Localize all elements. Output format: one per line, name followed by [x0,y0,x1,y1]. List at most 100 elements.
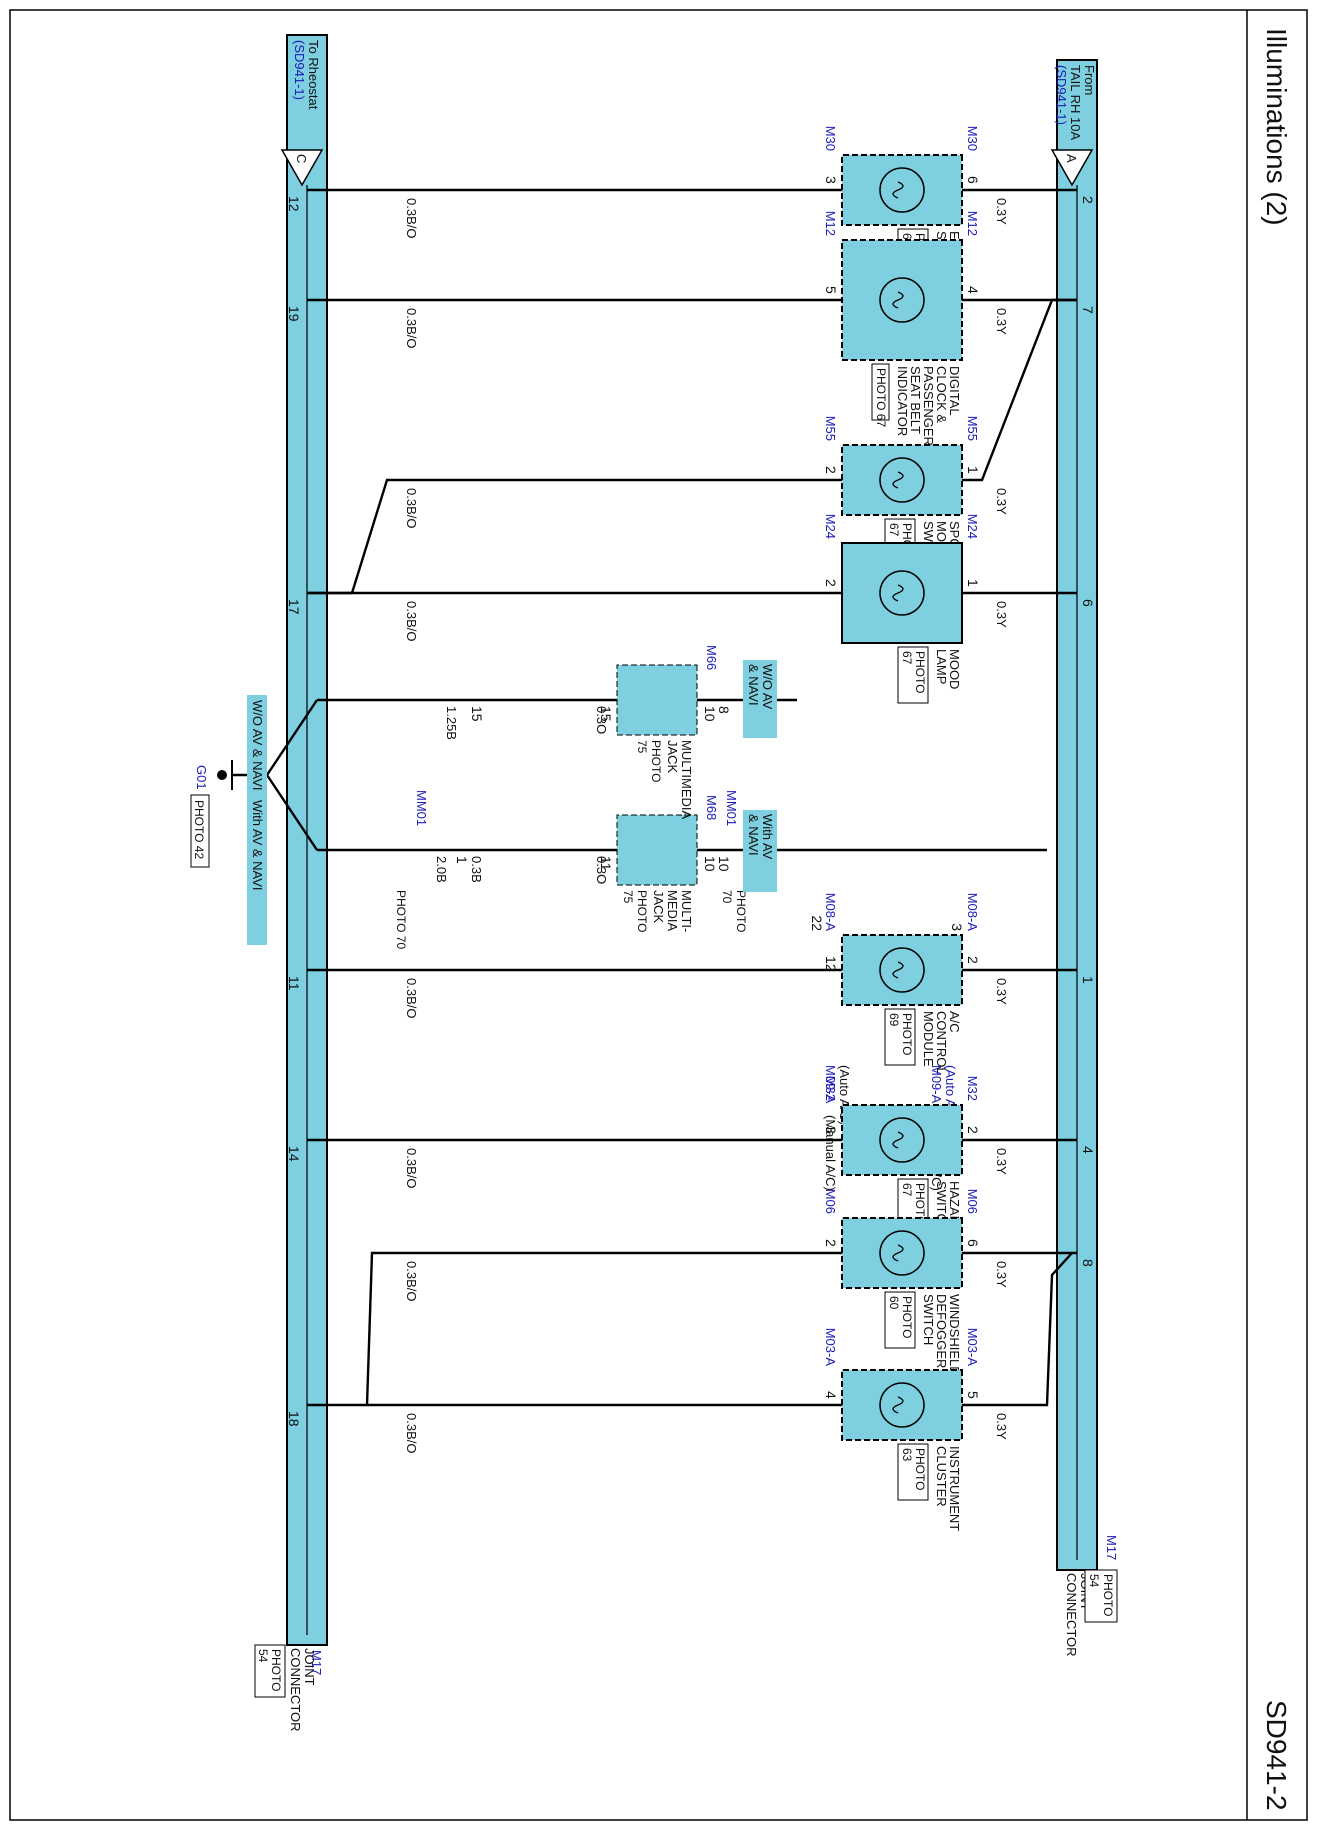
filament-icon [892,961,904,979]
wire-in-sport [962,298,1077,482]
photo-label: PHOTO [900,1296,914,1338]
mm-wo-comp-bot: 15 [598,706,614,722]
page-title: Illuminations (2) [1261,28,1292,226]
component-esc [841,154,963,226]
comp-top-pin: 1 [965,466,981,474]
comp-bot-conn: M06 [823,1189,838,1214]
page-code: SD941-2 [1261,1700,1292,1811]
top-ref: (SD941-1) [1054,65,1069,125]
top-bus-conn: M17 [1104,1535,1119,1560]
wire-label-out: 0.3B/O [404,488,419,528]
comp-bot-pin: 4 [823,1391,839,1399]
component-name: CLOCK & [934,366,949,423]
bottom-marker-triangle [280,149,324,187]
comp-bot-pin: 3 [823,176,839,184]
lamp-icon [879,1382,925,1428]
mm-with-comp-bot: 11 [598,856,614,871]
component-name: LAMP [934,649,949,684]
mm-with-photo: PHOTO [635,890,649,932]
component-name: CONTROL [934,1011,949,1075]
mm-wo-component [616,664,698,736]
comp-top-pin: 6 [965,1239,981,1247]
comp-bot-conn: M24 [823,514,838,539]
component-name: A/C [947,1011,962,1033]
mm-with-bot-wire: 0.3B [469,856,484,883]
comp-top-conn: M08-A [965,893,980,932]
mm-with-name: JACK [651,890,666,924]
ground-badge-with-text: With AV & NAVI [250,800,265,891]
wire-label-in: 0.3Y [994,1413,1009,1440]
mm-wo-photo: 75 [635,740,649,754]
bottom-photo-2: 54 [256,1649,270,1663]
comp-bot-conn: M32 [823,1076,838,1101]
lamp-icon [879,570,925,616]
wire-label-in: 0.3Y [994,1261,1009,1288]
bottom-joint-2: CONNECTOR [288,1648,303,1732]
wire-in-cluster [962,1252,1073,1407]
photo-box [897,1443,929,1501]
wire-label-in: 0.3Y [994,601,1009,628]
comp-bot-pin: 2 [823,1239,839,1247]
component-clock [841,239,963,361]
photo-label: PHOTO [900,1013,914,1055]
bus-top-pin: 1 [1080,976,1096,984]
ground-badge-wo-text: W/O AV & NAVI [250,700,265,791]
wire-label-in: 0.3Y [994,1148,1009,1175]
comp-top-conn: M30 [965,126,980,151]
comp-bot-pin: 12 [823,956,839,972]
comp-bot-pin2: 22 [809,915,825,931]
lamp-icon [879,1230,925,1276]
mm-with-name: MULTI- [679,890,694,932]
lamp-icon [879,1117,925,1163]
bus-top-pin: 7 [1080,306,1096,314]
comp-top-pin: 1 [965,579,981,587]
photo-label: 63 [900,1448,914,1462]
mm-wo-conn: M66 [704,645,719,670]
mm-wo-name: JACK [665,740,680,774]
mm-wo-name: MULTIMEDIA [679,740,694,820]
comp-top-conn: M24 [965,514,980,539]
ac-top-conn2: M09-A [929,1065,944,1104]
ground-badge-with [247,795,267,945]
bottom-marker: C [294,154,309,163]
wire-label-out: 0.3B/O [404,1148,419,1188]
bus-top-pin: 6 [1080,599,1096,607]
comp-top-conn: M32 [965,1076,980,1101]
component-sport [841,444,963,516]
comp-bot-pin: 3 [823,1126,839,1134]
filament-icon [892,471,904,489]
ground-photo-box [190,794,210,868]
top-from-fuse: TAIL RH 10A [1068,65,1083,140]
mm-wo-badge-2: & NAVI [746,664,761,706]
photo-label: PHOTO 67 [874,368,888,427]
mm-wo-top-pin: 8 [716,706,732,714]
page-border [9,9,1308,1821]
comp-top-pin: 5 [965,1391,981,1399]
bus-top-pin: 2 [1080,196,1096,204]
wire-label-in: 0.3Y [994,978,1009,1005]
comp-bot-pin: 5 [823,286,839,294]
comp-bot-conn: M30 [823,126,838,151]
comp-top-conn: M12 [965,211,980,236]
comp-top-conn: M55 [965,416,980,441]
lamp-icon [879,457,925,503]
wire-out-defog [365,1251,842,1406]
bottom-to: To Rheostat [306,40,321,110]
comp-top-pin: 2 [965,1126,981,1134]
comp-top-pin: 4 [965,286,981,294]
mm-wo-bot-pin: 15 [469,706,485,722]
comp-bot-conn: M08-A [823,893,838,932]
top-from: From [1082,65,1097,95]
comp-top-pin: 2 [965,956,981,964]
filament-icon [892,181,904,199]
wire-label-in: 0.3Y [994,198,1009,225]
bus-bottom-pin: 18 [286,1411,302,1427]
mm01-photo-top: 70 [720,890,734,904]
component-name: INSTRUMENT [947,1446,962,1531]
mm-with-badge-1: With AV [760,814,775,860]
component-name: SWITCH [921,1294,936,1345]
component-name: WINDSHIELD [947,1294,962,1376]
